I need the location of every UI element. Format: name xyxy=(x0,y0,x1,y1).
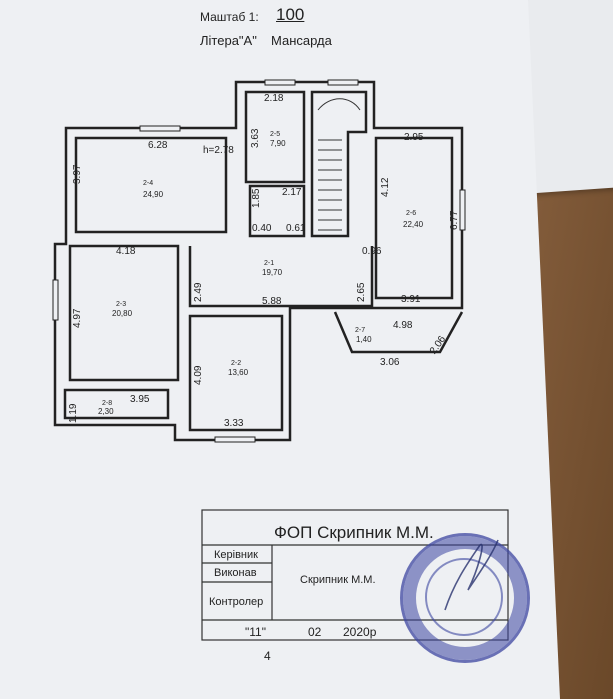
row-label-manager: Керівник xyxy=(214,549,258,561)
dimension-label: 4.97 xyxy=(72,308,83,328)
dimension-label: 4.09 xyxy=(193,365,204,385)
dimension-label: 3.63 xyxy=(250,128,261,148)
row-label-controller: Контролер xyxy=(209,596,264,608)
dimension-label: 3.97 xyxy=(72,164,83,184)
dimension-label: 4.12 xyxy=(380,177,391,197)
room-id: 2-6 xyxy=(406,210,417,217)
page-number: 4 xyxy=(264,649,271,663)
room-area: 20,80 xyxy=(112,309,133,318)
dimension-label: 3.06 xyxy=(380,357,400,368)
room-area: 19,70 xyxy=(262,268,283,277)
room-id: 2-7 xyxy=(355,327,366,334)
inner-wall xyxy=(374,136,454,300)
scale-value: 100 xyxy=(276,5,305,24)
room-id: 2-2 xyxy=(231,360,242,367)
dimension-label: h=2.78 xyxy=(203,145,234,156)
inner-wall xyxy=(74,136,228,234)
inner-wall xyxy=(248,184,306,238)
inner-wall xyxy=(244,90,306,184)
dimension-label: 1.19 xyxy=(68,403,79,423)
dimension-label: 0.61 xyxy=(286,223,306,234)
room-id: 2-8 xyxy=(102,400,113,407)
dimension-label: 1.85 xyxy=(251,188,262,208)
dimension-label: 3.91 xyxy=(401,294,421,305)
dimension-label: 4.18 xyxy=(116,246,136,257)
dimension-label: 2.95 xyxy=(404,132,424,143)
room-area: 2,30 xyxy=(98,407,114,416)
bay-wall xyxy=(333,311,464,354)
scale-label: Маштаб 1: xyxy=(200,10,259,24)
room-area: 22,40 xyxy=(403,220,424,229)
litera-label: Літера"А" xyxy=(200,33,257,48)
inner-wall xyxy=(188,314,284,432)
corridor-wall xyxy=(188,246,374,308)
dimension-label: 4.98 xyxy=(393,320,413,331)
date-month: 02 xyxy=(308,625,322,639)
floor-name: Мансарда xyxy=(271,33,332,48)
dimension-label: 2.18 xyxy=(264,93,284,104)
inner-wall xyxy=(310,90,368,238)
room-id: 2-1 xyxy=(264,260,275,267)
dimension-label: 3.95 xyxy=(130,394,150,405)
room-area: 1,40 xyxy=(356,335,372,344)
official-stamp xyxy=(400,533,530,663)
room-area: 24,90 xyxy=(143,190,164,199)
inner-wall xyxy=(63,388,170,420)
inner-wall xyxy=(68,244,180,382)
room-id: 2-5 xyxy=(270,131,281,138)
company-name: ФОП Скрипник М.М. xyxy=(274,523,434,542)
dimension-label: 2.17 xyxy=(282,187,302,198)
dimension-label: 6.28 xyxy=(148,140,168,151)
room-id: 2-4 xyxy=(143,180,154,187)
stamp-inner-ring xyxy=(425,558,503,636)
date-year: 2020р xyxy=(343,625,377,639)
executor-name: Скрипник М.М. xyxy=(300,574,376,586)
room-area: 13,60 xyxy=(228,368,249,377)
date-day: "11" xyxy=(245,625,266,639)
dimension-label: 2.65 xyxy=(356,282,367,302)
dimension-label: 2.49 xyxy=(193,282,204,302)
room-area: 7,90 xyxy=(270,139,286,148)
room-id: 2-3 xyxy=(116,301,127,308)
dimension-label: 0.96 xyxy=(362,246,382,257)
dimension-label: 6.77 xyxy=(449,210,460,230)
dimension-label: 0.40 xyxy=(252,223,272,234)
row-label-executor: Виконав xyxy=(214,567,257,579)
dimension-label: 3.33 xyxy=(224,418,244,429)
dimension-label: 5.88 xyxy=(262,296,282,307)
